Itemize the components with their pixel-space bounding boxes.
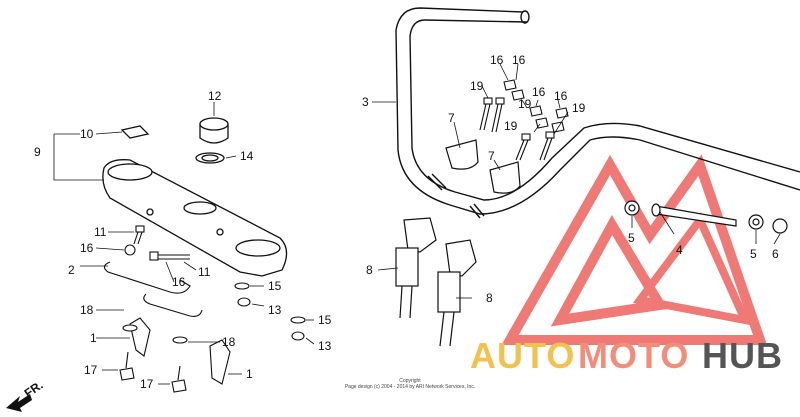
- part-label-19: 19: [504, 119, 518, 133]
- part-label-11: 11: [94, 225, 107, 239]
- upper-holders: [445, 139, 521, 194]
- part-label-9: 9: [34, 145, 41, 159]
- handlebar: [395, 7, 800, 219]
- part-label-16: 16: [512, 53, 526, 67]
- copyright-line-1: Copyright: [399, 378, 421, 384]
- part-label-6: 6: [772, 247, 779, 261]
- front-arrow: FR.: [6, 378, 46, 412]
- part-label-12: 12: [208, 89, 222, 103]
- part-label-16: 16: [490, 53, 504, 67]
- part-label-3: 3: [362, 95, 369, 109]
- part-label-14: 14: [240, 149, 254, 163]
- part-label-19: 19: [470, 79, 484, 93]
- part-label-15: 15: [318, 313, 332, 327]
- part-label-10: 10: [80, 127, 94, 141]
- part-label-16: 16: [554, 89, 568, 103]
- front-arrow-label: FR.: [22, 378, 46, 401]
- part-label-15: 15: [268, 279, 282, 293]
- watermark-logo: [501, 154, 767, 345]
- copyright-notice: Copyright Page design (c) 2004 - 2014 by…: [300, 378, 520, 390]
- part-label-19: 19: [572, 101, 586, 115]
- copyright-line-2: Page design (c) 2004 - 2014 by ARI Netwo…: [344, 384, 476, 390]
- part-labels: 3 7 7 16 16 19 19 16 16 19 19 8 8 4 5 5 …: [34, 53, 779, 391]
- part-label-18: 18: [222, 335, 236, 349]
- watermark-word-auto: AUTO: [470, 335, 576, 376]
- part-label-16: 16: [80, 241, 94, 255]
- grip-assembly: [624, 200, 788, 234]
- part-label-13: 13: [318, 339, 332, 353]
- small-hardware: [103, 225, 306, 393]
- part-label-18: 18: [80, 303, 94, 317]
- lower-holders: [395, 217, 477, 347]
- part-label-17: 17: [84, 363, 98, 377]
- part-label-8: 8: [486, 291, 493, 305]
- leader-lines: [53, 63, 781, 385]
- part-label-1: 1: [246, 367, 253, 381]
- part-label-7: 7: [448, 111, 455, 125]
- part-label-5: 5: [628, 231, 635, 245]
- watermark-word-hub: HUB: [702, 335, 783, 376]
- part-label-7: 7: [488, 149, 495, 163]
- part-label-11: 11: [198, 265, 211, 279]
- part-label-2: 2: [68, 263, 75, 277]
- part-label-16: 16: [532, 85, 546, 99]
- holder-bolts: [479, 79, 569, 161]
- top-bridge: [102, 117, 288, 277]
- part-label-4: 4: [676, 243, 683, 257]
- part-label-13: 13: [268, 303, 282, 317]
- part-label-17: 17: [140, 377, 154, 391]
- part-label-5: 5: [750, 247, 757, 261]
- part-label-8: 8: [366, 263, 373, 277]
- part-label-1: 1: [90, 331, 97, 345]
- part-label-19: 19: [518, 97, 532, 111]
- part-label-16: 16: [172, 275, 186, 289]
- watermark-word-moto: MOTO: [578, 335, 690, 376]
